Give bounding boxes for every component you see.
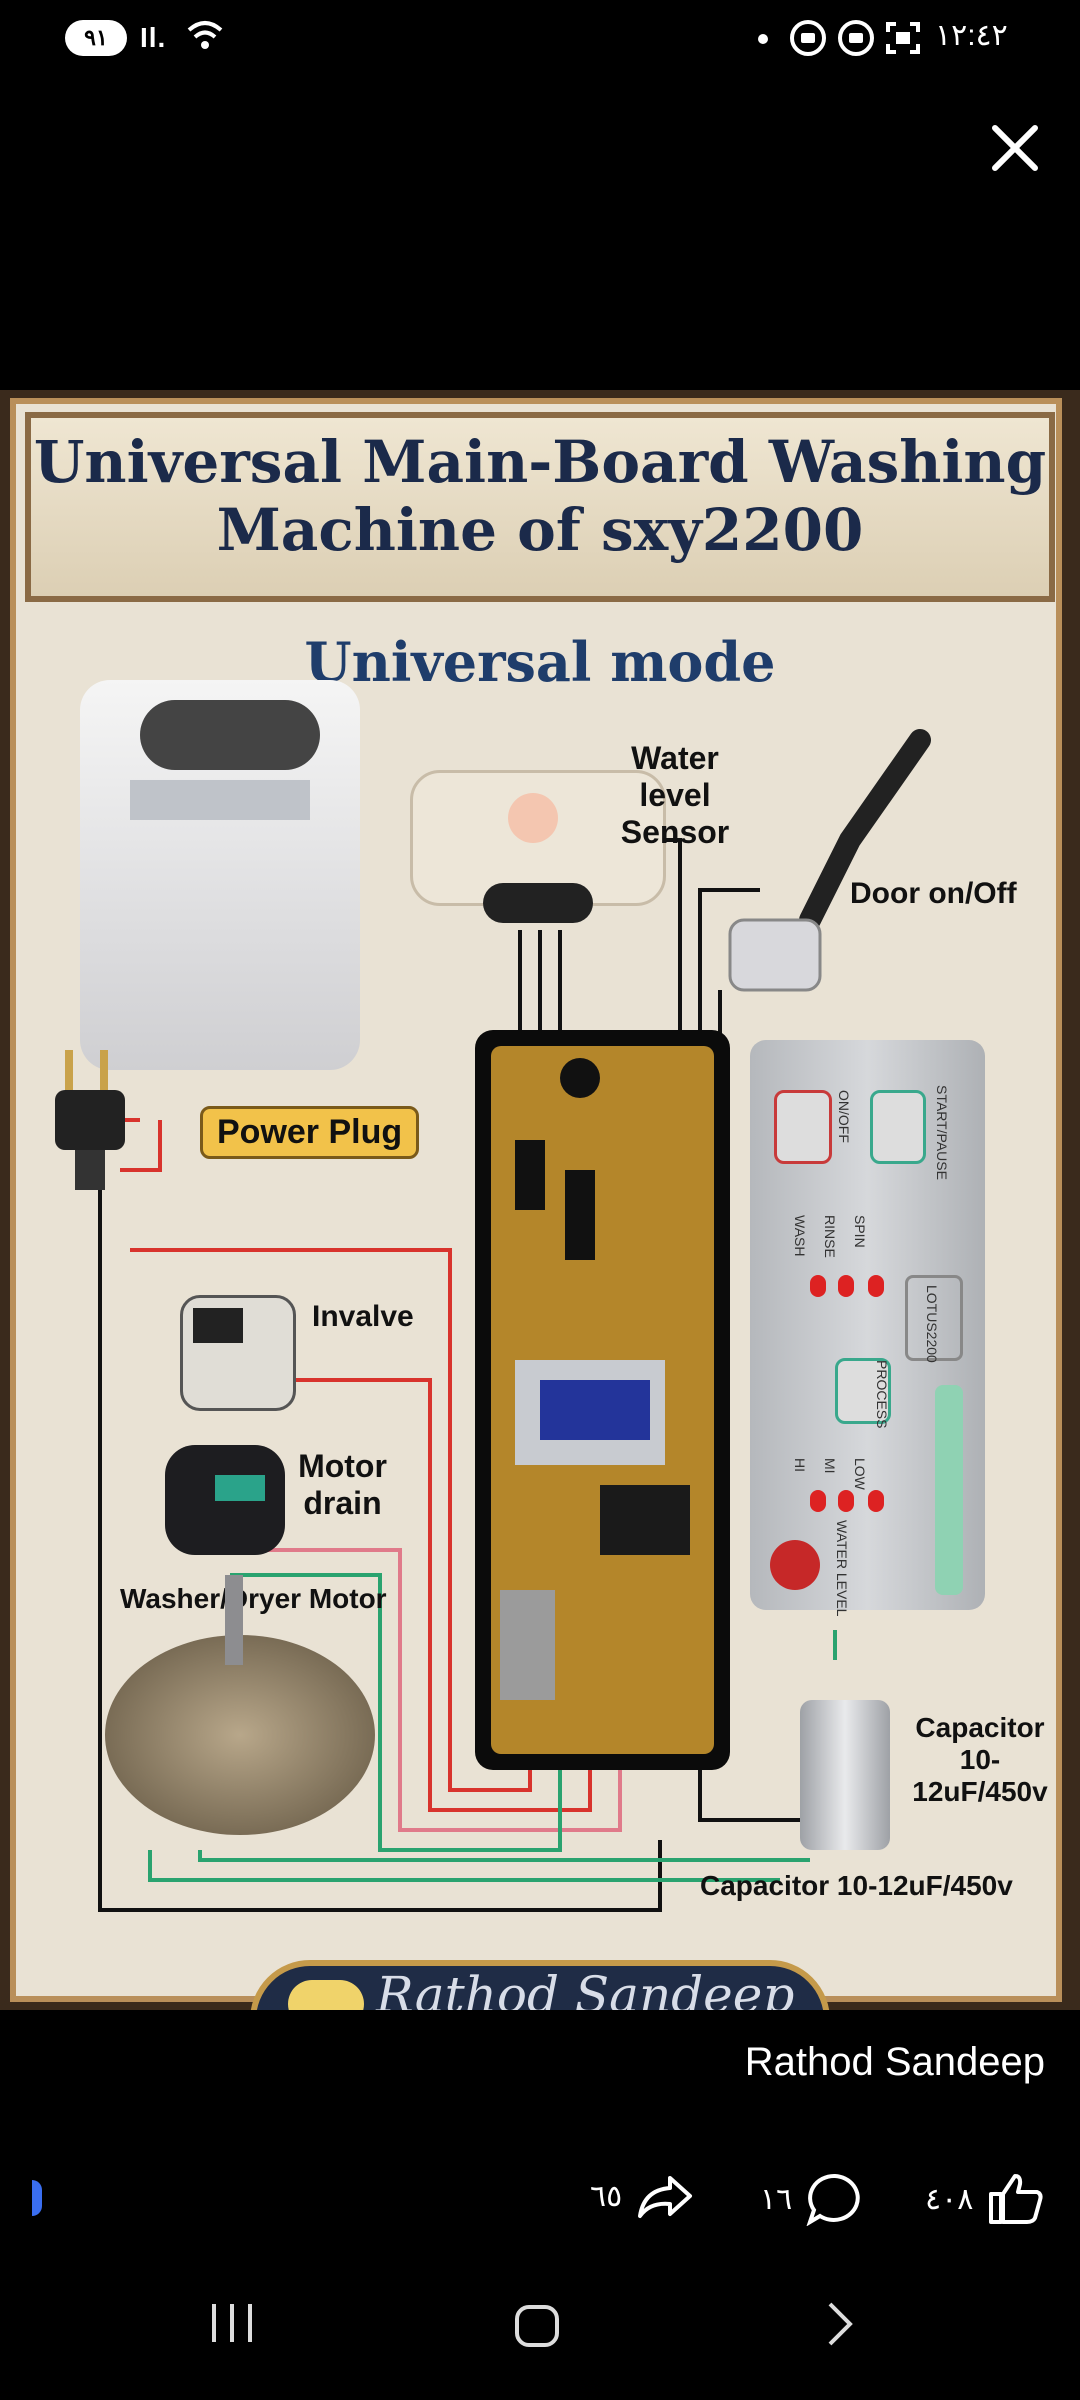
washer-motor-label: Washer/Dryer Motor — [120, 1583, 387, 1614]
power-plug-label: Power Plug — [200, 1106, 420, 1159]
inlet-valve-image — [180, 1295, 296, 1411]
washing-machine-image — [80, 680, 360, 1070]
notification-icon — [838, 20, 874, 56]
main-board — [475, 1030, 730, 1770]
screenshot-icon — [886, 22, 920, 54]
share-button[interactable]: ٦٥ — [590, 2172, 694, 2220]
power-plug-image — [55, 1050, 125, 1190]
signal-icon: Il. — [140, 22, 167, 53]
share-icon — [638, 2176, 693, 2218]
comment-count: ١٦ — [760, 2182, 793, 2216]
recents-icon[interactable] — [208, 2300, 258, 2346]
drain-motor-image — [165, 1445, 285, 1555]
author-name[interactable]: Rathod Sandeep — [744, 2040, 1045, 2084]
capacitor-image — [800, 1700, 890, 1850]
poster-title: Universal Main-Board Washing Machine of … — [33, 428, 1047, 564]
invalve-label: Invalve — [312, 1300, 414, 1333]
palette-logo-icon — [288, 1980, 364, 2010]
back-icon[interactable] — [822, 2300, 858, 2348]
close-icon[interactable] — [985, 118, 1045, 178]
mode-label: Universal mode — [304, 630, 776, 694]
wifi-icon — [187, 21, 223, 49]
status-bar: ٩١ Il. ١٢:٤٢ — [0, 0, 1080, 80]
water-level-sensor-image — [410, 770, 666, 923]
notification-icon — [790, 20, 826, 56]
like-button[interactable]: ٤٠٨ — [925, 2172, 1045, 2226]
washer-motor-image — [105, 1575, 375, 1835]
notification-dot-icon — [758, 34, 768, 44]
door-switch-label: Door on/Off — [850, 877, 1017, 910]
home-icon[interactable] — [512, 2302, 562, 2350]
comment-button[interactable]: ١٦ — [760, 2172, 864, 2226]
poster-title-box — [25, 412, 1055, 602]
clock: ١٢:٤٢ — [935, 19, 1008, 52]
comment-icon — [806, 2173, 860, 2226]
progress-indicator — [32, 2180, 42, 2216]
battery-indicator: ٩١ — [65, 20, 127, 56]
share-count: ٦٥ — [590, 2179, 623, 2213]
post-image[interactable]: Universal Main-Board Washing Machine of … — [0, 390, 1080, 2010]
capacitor-bottom-label: Capacitor 10-12uF/450v — [700, 1870, 1013, 1901]
thumbs-up-icon — [989, 2174, 1043, 2224]
control-panel: ON/OFF START/PAUSE WASH RINSE SPIN LOTUS… — [750, 1040, 985, 1616]
poster-watermark: Rathod Sandeep — [250, 1960, 830, 2010]
like-count: ٤٠٨ — [925, 2182, 974, 2216]
door-switch-image — [728, 729, 931, 992]
